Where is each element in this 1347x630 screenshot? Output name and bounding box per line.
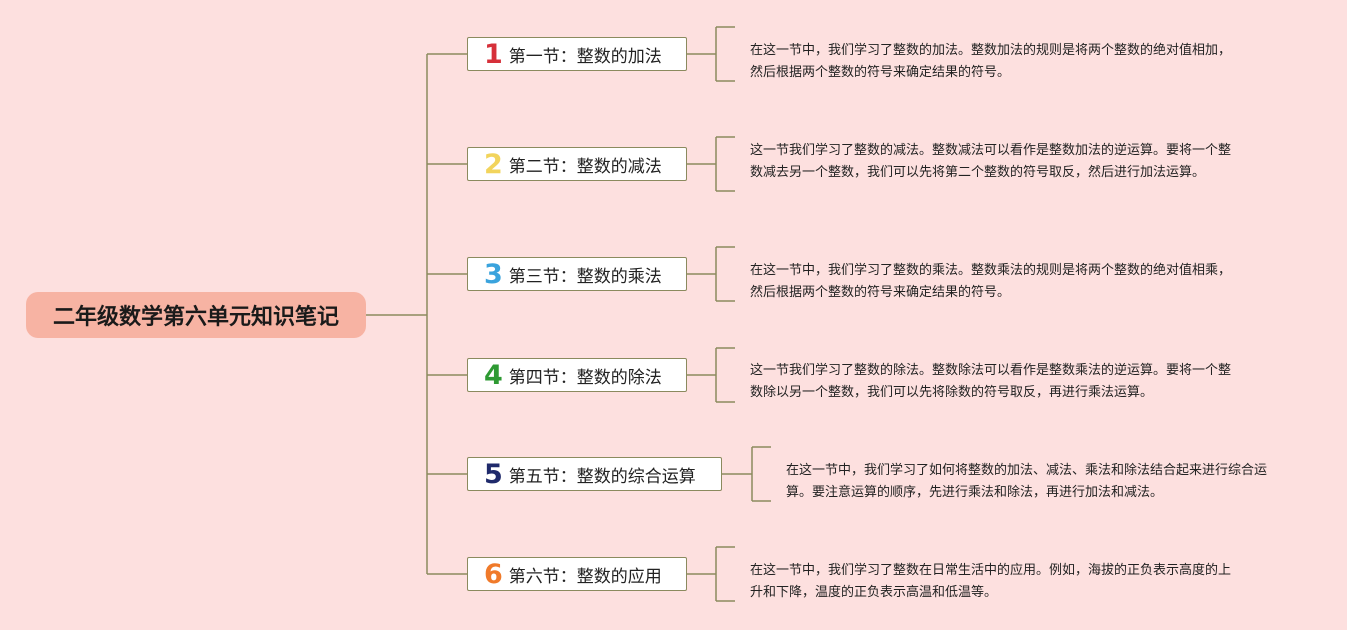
section-description-4: 这一节我们学习了整数的除法。整数除法可以看作是整数乘法的逆运算。要将一个整数除以… xyxy=(750,363,1232,400)
section-number: 5 xyxy=(484,458,503,490)
section-number: 2 xyxy=(484,148,503,180)
section-description-1: 在这一节中，我们学习了整数的加法。整数加法的规则是将两个整数的绝对值相加，然后根… xyxy=(750,43,1232,80)
section-label: 第三节：整数的乘法 xyxy=(508,266,662,287)
section-number: 3 xyxy=(484,258,503,290)
section-number: 1 xyxy=(484,38,503,70)
root-title: 二年级数学第六单元知识笔记 xyxy=(52,305,339,330)
section-label: 第五节：整数的综合运算 xyxy=(508,466,696,487)
section-label: 第二节：整数的减法 xyxy=(508,156,662,177)
section-description-3: 在这一节中，我们学习了整数的乘法。整数乘法的规则是将两个整数的绝对值相乘，然后根… xyxy=(750,263,1232,300)
section-label: 第四节：整数的除法 xyxy=(508,367,662,388)
root-topic[interactable]: 二年级数学第六单元知识笔记 xyxy=(26,292,366,338)
section-label: 第六节：整数的应用 xyxy=(508,566,662,587)
section-label: 第一节：整数的加法 xyxy=(508,46,662,67)
section-number: 4 xyxy=(484,359,503,391)
section-number: 6 xyxy=(484,558,503,590)
section-description-5: 在这一节中，我们学习了如何将整数的加法、减法、乘法和除法结合起来进行综合运算。要… xyxy=(786,463,1268,500)
section-description-6: 在这一节中，我们学习了整数在日常生活中的应用。例如，海拔的正负表示高度的上升和下… xyxy=(750,563,1232,600)
section-description-2: 这一节我们学习了整数的减法。整数减法可以看作是整数加法的逆运算。要将一个整数减去… xyxy=(750,143,1232,180)
